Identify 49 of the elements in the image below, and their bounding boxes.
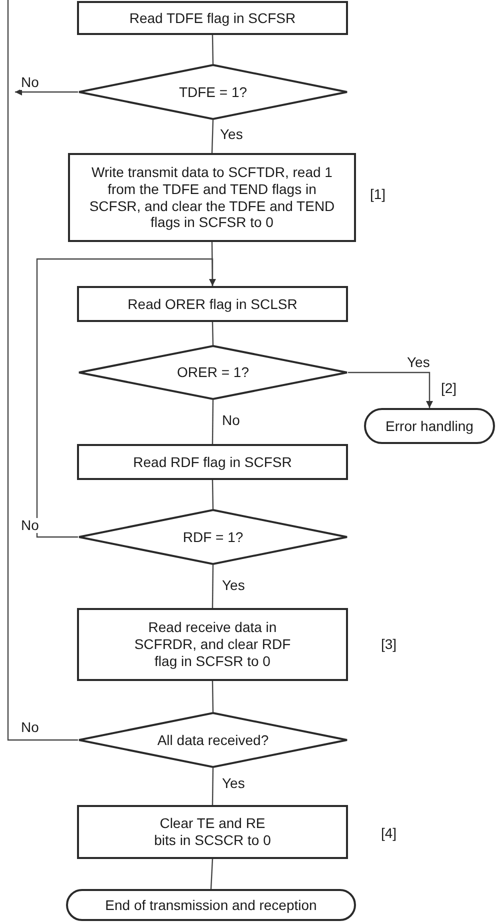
process-box	[77, 444, 348, 480]
connector-line	[210, 858, 214, 890]
terminal-shape	[364, 408, 495, 444]
node-text: ORER = 1?	[177, 364, 249, 381]
decision-diamond	[78, 509, 348, 565]
edge-label: No	[221, 413, 241, 428]
process-box	[77, 608, 348, 681]
arrow	[15, 88, 78, 96]
edge-label: Yes	[406, 355, 431, 370]
connector-line	[212, 680, 214, 712]
node-text: Read RDF flag in SCFSR	[133, 454, 292, 470]
terminal-shape	[66, 889, 356, 921]
arrow	[36, 258, 216, 538]
decision-diamond	[78, 345, 348, 400]
node-text: Read receive data in SCFRDR, and clear RDF flag in SCFSR to 0	[133, 619, 292, 670]
node-text: RDF = 1?	[182, 528, 244, 546]
process-box	[68, 153, 356, 242]
node-text: Read ORER flag in SCLSR	[128, 296, 298, 312]
connector-line	[211, 120, 214, 154]
node-text: Read TDFE flag in SCFSR	[129, 10, 296, 26]
connector-line	[7, 0, 78, 741]
node-text: Clear TE and RE bits in SCSCR to 0	[153, 815, 272, 849]
node-text: Write transmit data to SCFTDR, read 1 from the TDFE and TEND flags in SCFSR, and clear the TDFE and TEND flags in SCFSR to 0	[88, 164, 336, 232]
edge-label: Yes	[219, 127, 244, 142]
decision-diamond	[78, 64, 348, 120]
arrow	[348, 372, 433, 408]
edge-label: No	[20, 518, 40, 534]
process-box	[77, 1, 348, 35]
edge-label: Yes	[221, 776, 246, 792]
process-box	[77, 805, 348, 859]
node-text: Error handling	[386, 418, 474, 434]
edge-label: Yes	[221, 578, 246, 594]
edge-label: No	[20, 75, 40, 90]
connector-line	[212, 480, 214, 510]
node-text: End of transmission and reception	[105, 896, 317, 914]
connector-line	[212, 565, 214, 608]
process-box	[77, 286, 348, 322]
connector-line	[212, 34, 214, 64]
node-text: All data received?	[157, 732, 269, 748]
connector-line	[212, 322, 214, 346]
decision-diamond	[78, 712, 348, 768]
step-number: [2]	[441, 380, 457, 396]
step-number: [1]	[370, 186, 386, 202]
step-number: [3]	[381, 636, 397, 652]
step-number: [4]	[381, 825, 397, 841]
connector-line	[212, 400, 214, 444]
edge-label: No	[20, 720, 40, 736]
connector-line	[212, 768, 214, 805]
node-text: TDFE = 1?	[178, 84, 248, 100]
